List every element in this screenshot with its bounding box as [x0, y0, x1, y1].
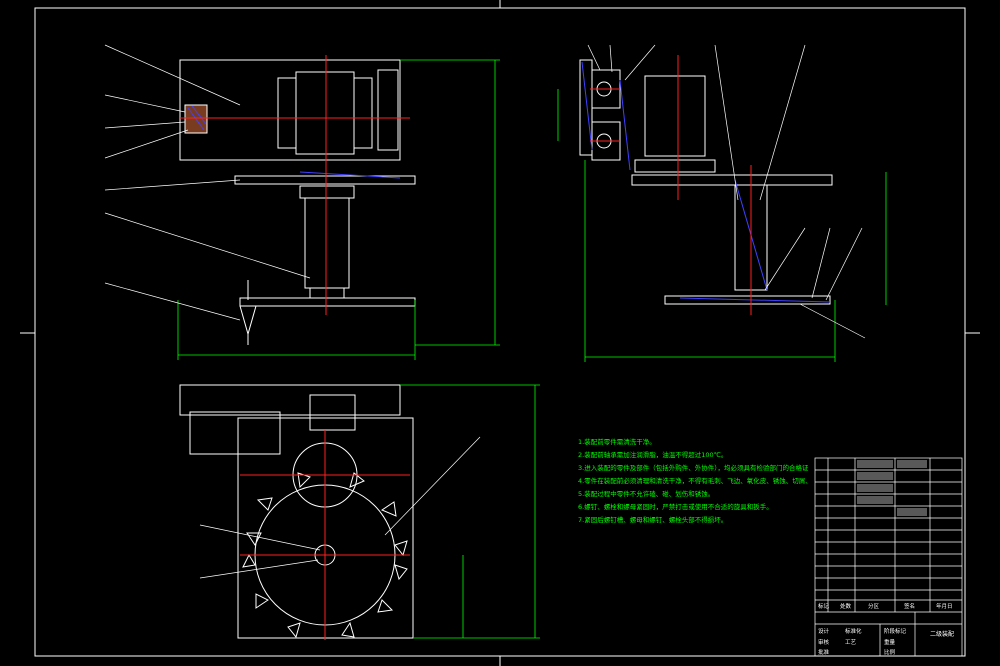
tb-label: 阶段标记	[884, 629, 907, 635]
tb-label: 工艺	[845, 640, 857, 646]
note-line: 6.螺钉、螺栓和螺母紧固时，严禁打击或使用不合适的旋具和扳手。	[578, 503, 773, 511]
note-line: 5.装配过程中零件不允许磕、碰、划伤和锈蚀。	[578, 490, 715, 498]
plan-view	[179, 384, 540, 640]
sheet-border	[20, 0, 980, 666]
note-line: 2.装配前轴承需加注润滑脂，油温不得超过100℃。	[578, 451, 728, 459]
title-block	[814, 457, 963, 657]
note-line: 3.进入装配的零件及部件（包括外购件、外协件），均必须具有检验部门的合格证方能进…	[578, 464, 808, 472]
tb-label: 签名	[904, 604, 916, 610]
tb-label: 重量	[884, 640, 896, 646]
tb-label: 年月日	[936, 604, 953, 610]
note-line: 7.紧固后螺钉槽、螺母和螺钉、螺栓头部不得损坏。	[578, 516, 728, 524]
tb-label: 处数	[840, 604, 852, 610]
technical-notes: 1.装配前零件需清洗干净。 2.装配前轴承需加注润滑脂，油温不得超过100℃。 …	[578, 436, 808, 527]
tb-label: 比例	[884, 650, 896, 656]
title-block-fills	[857, 460, 927, 516]
tb-label: 分区	[868, 604, 880, 610]
note-line: 1.装配前零件需清洗干净。	[578, 438, 656, 446]
tb-label: 标准化	[845, 629, 862, 635]
title-block-name: 二级装配	[930, 630, 954, 638]
tb-label: 设计	[818, 629, 830, 635]
note-line: 4.零件在装配前必须清理和清洗干净，不得有毛刺、飞边、氧化皮、锈蚀、切屑、油污、…	[578, 477, 808, 485]
tb-label: 批准	[818, 650, 830, 656]
side-view	[557, 44, 887, 362]
tb-label: 标记	[818, 604, 830, 610]
tb-label: 审核	[818, 640, 830, 646]
front-view	[104, 44, 500, 360]
